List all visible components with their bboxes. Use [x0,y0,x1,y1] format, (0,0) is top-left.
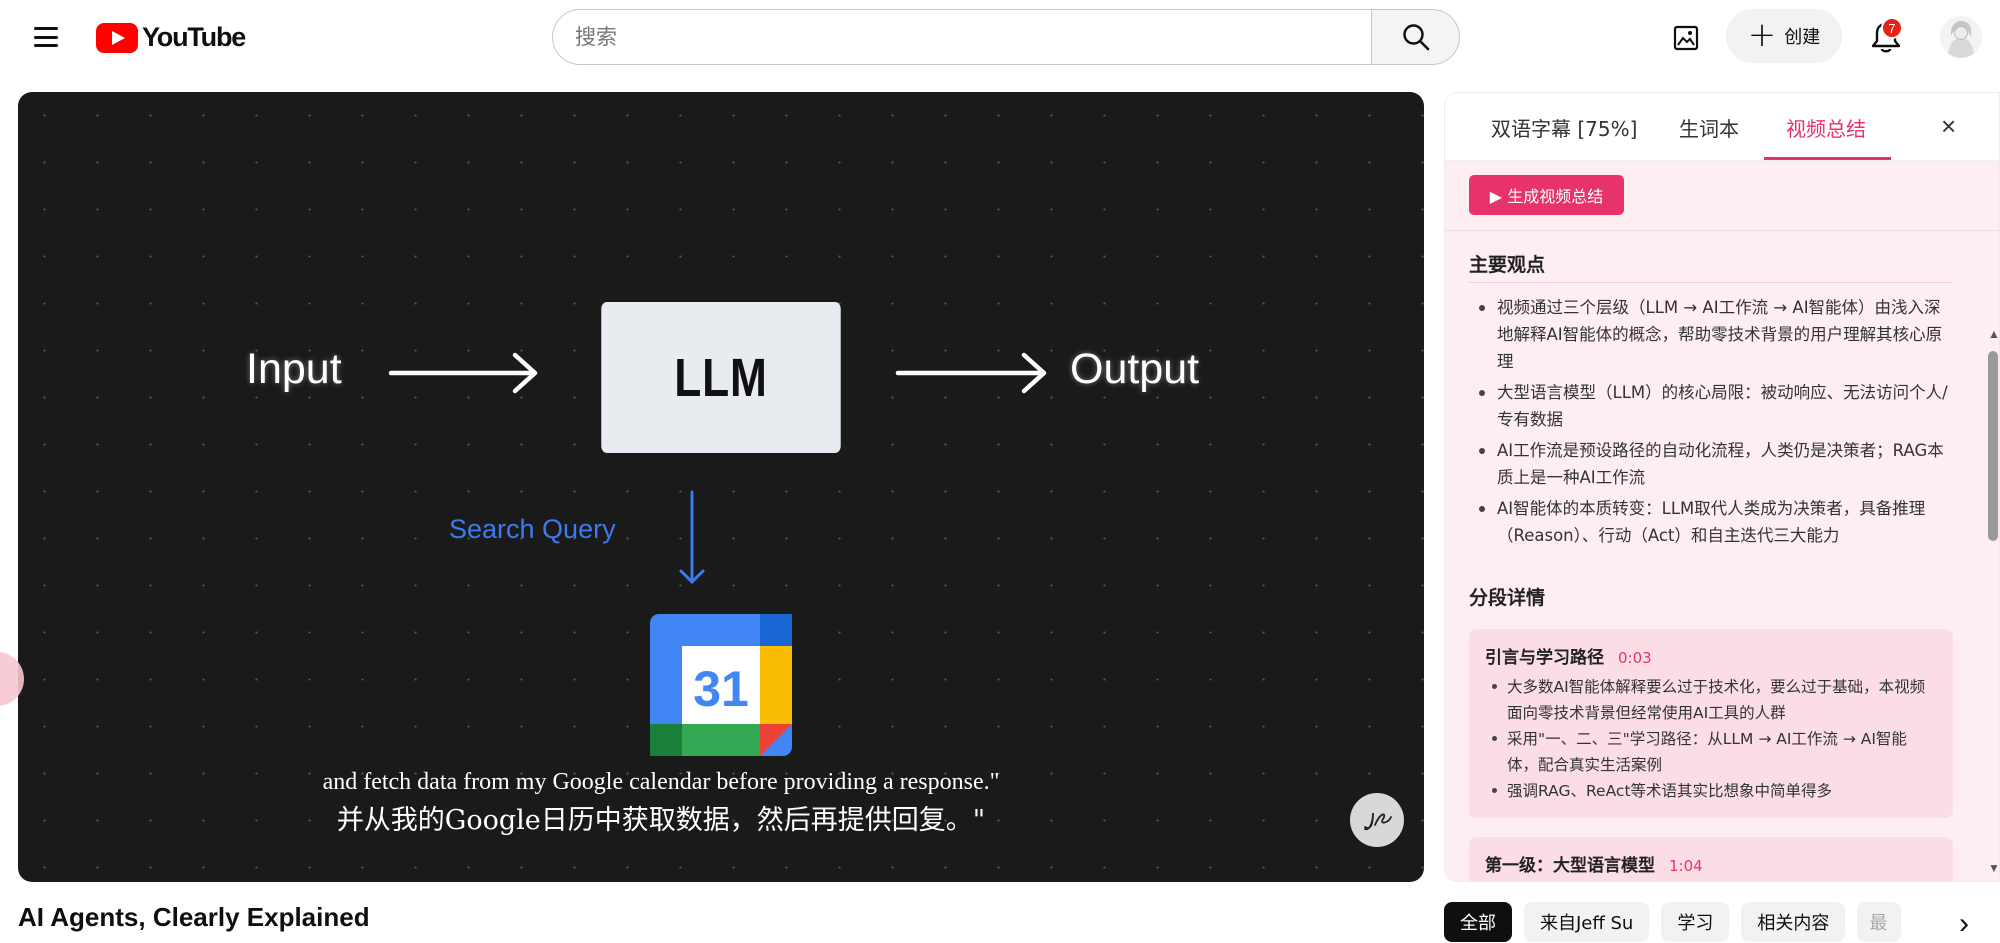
segment-name: 第一级：大型语言模型 [1485,856,1655,876]
search-button[interactable] [1371,9,1460,65]
search-field[interactable] [552,9,1372,65]
calendar-day: 31 [693,661,749,717]
main-points-list: 视频通过三个层级（LLM → AI工作流 → AI智能体）由浅入深地解释AI智能… [1469,294,1953,553]
tab-bilingual-subtitles[interactable]: 双语字幕 [75%] [1491,117,1638,141]
create-label: 创建 [1784,27,1821,48]
scrollbar-thumb[interactable] [1988,351,1998,541]
segment-timestamp[interactable]: 0:03 [1618,649,1652,667]
image-search-icon [1673,25,1699,51]
close-icon[interactable]: × [1941,111,1957,141]
google-calendar-icon: 31 [650,614,792,756]
main-point-item: 视频通过三个层级（LLM → AI工作流 → AI智能体）由浅入深地解释AI智能… [1469,294,1953,375]
tab-video-summary[interactable]: 视频总结 [1786,117,1866,141]
main-point-item: 大型语言模型（LLM）的核心局限：被动响应、无法访问个人/专有数据 [1469,379,1953,433]
avatar[interactable] [1940,16,1982,58]
generate-area: ▶ 生成视频总结 [1445,161,1999,231]
related-filter-chips: 全部 来自Jeff Su 学习 相关内容 最 [1444,902,1902,943]
scroll-down-arrow-icon[interactable]: ▼ [1988,861,2000,875]
summary-content: 主要观点 视频通过三个层级（LLM → AI工作流 → AI智能体）由浅入深地解… [1445,231,1985,881]
chip-recent[interactable]: 最 [1857,902,1902,942]
segment-timestamp[interactable]: 1:04 [1669,857,1703,875]
panel-tabs: 双语字幕 [75%] 生词本 视频总结 × [1445,93,1999,161]
chevron-right-icon[interactable]: › [1959,907,1969,940]
video-input-label: Input [246,345,342,393]
chip-from-channel[interactable]: 来自Jeff Su [1524,902,1650,942]
segments-title: 分段详情 [1469,587,1546,609]
segment-card: 引言与学习路径 0:03 大多数AI智能体解释要么过于技术化，要么过于基础，本视… [1469,629,1953,818]
channel-watermark[interactable] [1350,793,1404,847]
signature-icon [1364,812,1392,831]
segment-header: 第一级：大型语言模型 1:04 [1485,851,1937,876]
segment-points: 大多数AI智能体解释要么过于技术化，要么过于基础，本视频面向零技术背景但经常使用… [1485,674,1937,804]
create-button[interactable]: + 创建 [1726,9,1842,63]
logo-wordmark: YouTube [142,22,246,52]
video-player[interactable]: Input LLM Output Search Query 31 [18,92,1424,882]
subtitle-english: and fetch data from my Google calendar b… [322,769,1000,795]
plus-icon: + [1747,14,1777,55]
menu-icon-bar [34,44,58,47]
generate-summary-button[interactable]: ▶ 生成视频总结 [1469,175,1624,215]
chip-all[interactable]: 全部 [1444,902,1512,942]
image-search-button[interactable] [1666,18,1706,58]
segment-point: 采用"一、二、三"学习路径：从LLM → AI工作流 → AI智能体，配合真实生… [1485,726,1937,778]
scroll-up-arrow-icon[interactable]: ▲ [1988,327,2000,341]
segment-card: 第一级：大型语言模型 1:04 [1469,837,1953,881]
segment-header: 引言与学习路径 0:03 [1485,643,1937,668]
menu-icon-bar [34,27,58,30]
video-title: AI Agents, Clearly Explained [18,902,370,932]
notification-count-badge: 7 [1881,17,1903,39]
youtube-logo[interactable]: YouTube [96,22,246,53]
search-input[interactable] [575,25,1350,49]
menu-icon-bar [34,35,58,39]
segment-name: 引言与学习路径 [1485,648,1604,668]
panel-scrollbar[interactable]: ▲ ▼ [1985,231,2000,881]
video-output-label: Output [1070,345,1200,393]
main-point-item: AI工作流是预设路径的自动化流程，人类仍是决策者；RAG本质上是一种AI工作流 [1469,437,1953,491]
chip-learning[interactable]: 学习 [1661,902,1730,942]
video-flow-arrows [388,352,1047,584]
segment-point: 强调RAG、ReAct等术语其实比想象中简单得多 [1485,778,1937,804]
menu-button[interactable] [26,22,66,52]
main-points-title: 主要观点 [1469,254,1546,276]
youtube-logo-icon [96,22,138,53]
tab-vocabulary[interactable]: 生词本 [1679,117,1739,141]
chip-related[interactable]: 相关内容 [1741,902,1846,942]
summary-panel: 双语字幕 [75%] 生词本 视频总结 × ▶ 生成视频总结 主要观点 视频通过… [1444,92,2000,882]
video-search-query-label: Search Query [449,514,616,544]
avatar-icon [1940,16,1982,58]
segment-point: 大多数AI智能体解释要么过于技术化，要么过于基础，本视频面向零技术背景但经常使用… [1485,674,1937,726]
main-point-item: AI智能体的本质转变：LLM取代人类成为决策者，具备推理（Reason）、行动（… [1469,495,1953,549]
section-divider [1469,282,1953,283]
search-icon [1402,24,1429,51]
subtitle-chinese: 并从我的Google日历中获取数据，然后再提供回复。" [336,805,986,836]
video-llm-box: LLM [601,302,841,453]
active-tab-indicator [1764,157,1891,160]
